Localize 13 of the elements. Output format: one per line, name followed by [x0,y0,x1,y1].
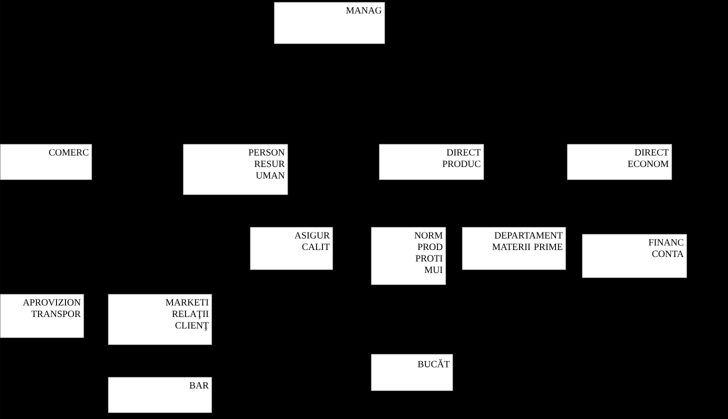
org-box: MARKETI RELAŢII CLIENŢ [108,294,212,345]
org-box: BUCĂT [371,354,453,391]
org-box: MANAG [274,2,385,44]
org-box: FINANC CONTA [582,234,687,278]
org-box: NORM PROD PROTI MUI [371,226,446,285]
org-box: DIRECT PRODUC [379,144,484,180]
org-box: APROVIZION TRANSPOR [0,294,84,338]
org-box: COMERC [0,144,92,180]
org-box: ASIGUR CALIT [250,226,333,270]
org-box: DEPARTAMENT MATERII PRIME [462,226,566,270]
org-box: PERSON RESUR UMAN [183,144,288,195]
org-box: BAR [108,376,212,413]
org-box: DIRECT ECONOM [567,144,672,180]
